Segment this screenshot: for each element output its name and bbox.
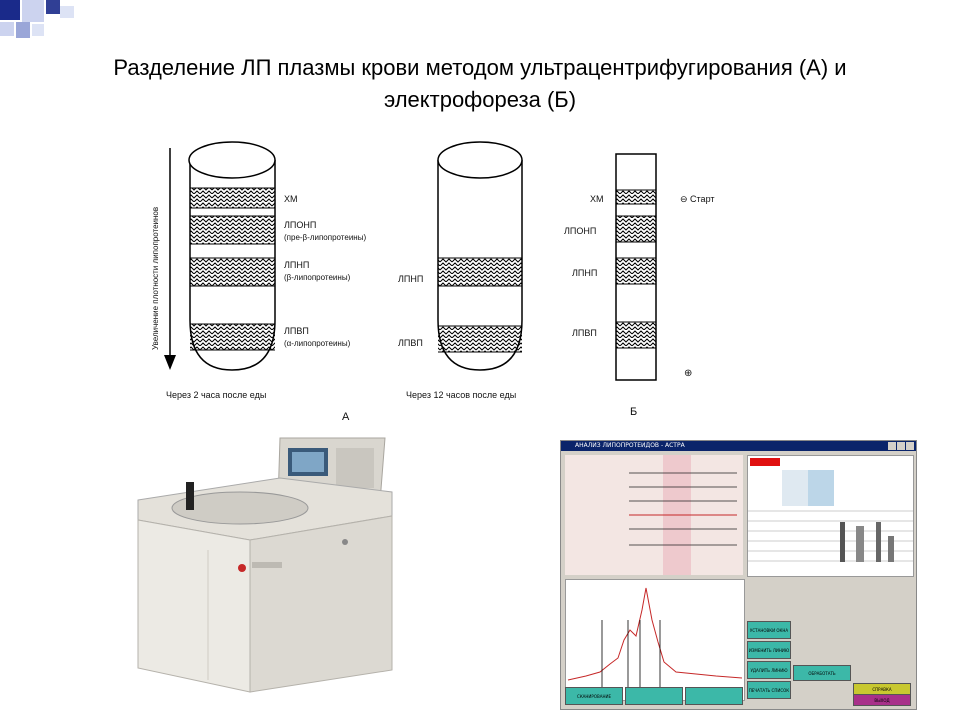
button-process[interactable]: ОБРАБОТАТЬ bbox=[793, 665, 851, 681]
down-arrow-icon bbox=[164, 355, 176, 370]
slide-title: Разделение ЛП плазмы крови методом ультр… bbox=[20, 52, 940, 116]
centrifuge-photo bbox=[137, 437, 393, 693]
lipoprotein-analysis-window: АНАЛИЗ ЛИПОПРОТЕИДОВ - АСТРА bbox=[560, 440, 917, 710]
close-button[interactable] bbox=[906, 442, 914, 450]
axis-label: Увеличение плотности липопротеинов bbox=[151, 207, 160, 350]
button-exit[interactable]: ВЫХОД bbox=[853, 694, 911, 706]
tube1-label-beta: (β-липопротеины) bbox=[284, 273, 351, 282]
button-action-3[interactable] bbox=[685, 687, 743, 705]
button-scan[interactable]: СКАНИРОВАНИЕ bbox=[565, 687, 623, 705]
start-label: ⊖ Старт bbox=[680, 194, 715, 204]
tube-1 bbox=[188, 141, 276, 371]
panel-a-label: А bbox=[342, 411, 350, 423]
electro-label-hm: ХМ bbox=[590, 194, 604, 204]
lipoprotein-separation-diagram: Увеличение плотности липопротеинов ХМ ЛП… bbox=[151, 141, 715, 423]
gel-image bbox=[565, 455, 743, 575]
tube1-label-pre-beta: (пре-β-липопротеины) bbox=[284, 233, 366, 242]
button-print-list[interactable]: ПЕЧАТАТЬ СПИСОК bbox=[747, 681, 791, 699]
tube1-caption: Через 2 часа после еды bbox=[166, 390, 266, 400]
electro-label-lpnp: ЛПНП bbox=[572, 268, 597, 278]
tube2-label-lpvp: ЛПВП bbox=[398, 338, 423, 348]
tube2-label-lpnp: ЛПНП bbox=[398, 274, 423, 284]
button-delete-line[interactable]: УДАЛИТЬ ЛИНИЮ bbox=[747, 661, 791, 679]
tube1-label-hm: ХМ bbox=[284, 194, 298, 204]
tube-2 bbox=[437, 141, 523, 371]
button-window-settings[interactable]: УСТАНОВКИ ОКНА bbox=[747, 621, 791, 639]
electro-label-lponp: ЛПОНП bbox=[564, 226, 596, 236]
button-action-2[interactable] bbox=[625, 687, 683, 705]
tube1-label-lpnp: ЛПНП bbox=[284, 260, 309, 270]
electrophoresis-strip bbox=[615, 153, 657, 381]
tube2-caption: Через 12 часов после еды bbox=[406, 390, 516, 400]
tube1-label-lponp: ЛПОНП bbox=[284, 220, 316, 230]
results-table bbox=[747, 455, 914, 577]
window-title: АНАЛИЗ ЛИПОПРОТЕИДОВ - АСТРА bbox=[575, 442, 685, 449]
tube1-label-alpha: (α-липопротеины) bbox=[284, 339, 351, 348]
electro-label-lpvp: ЛПВП bbox=[572, 328, 597, 338]
button-edit-line[interactable]: ИЗМЕНИТЬ ЛИНИЮ bbox=[747, 641, 791, 659]
title-line-1: Разделение ЛП плазмы крови методом ультр… bbox=[113, 55, 847, 80]
title-line-2: электрофореза (Б) bbox=[383, 87, 577, 112]
window-titlebar: АНАЛИЗ ЛИПОПРОТЕИДОВ - АСТРА bbox=[561, 441, 916, 451]
tube1-label-lpvp: ЛПВП bbox=[284, 326, 309, 336]
maximize-button[interactable] bbox=[897, 442, 905, 450]
corner-squares-icon bbox=[0, 0, 74, 38]
minimize-button[interactable] bbox=[888, 442, 896, 450]
panel-b-label: Б bbox=[630, 406, 637, 418]
plus-sign: ⊕ bbox=[684, 368, 692, 379]
densitogram-plot bbox=[565, 579, 745, 701]
